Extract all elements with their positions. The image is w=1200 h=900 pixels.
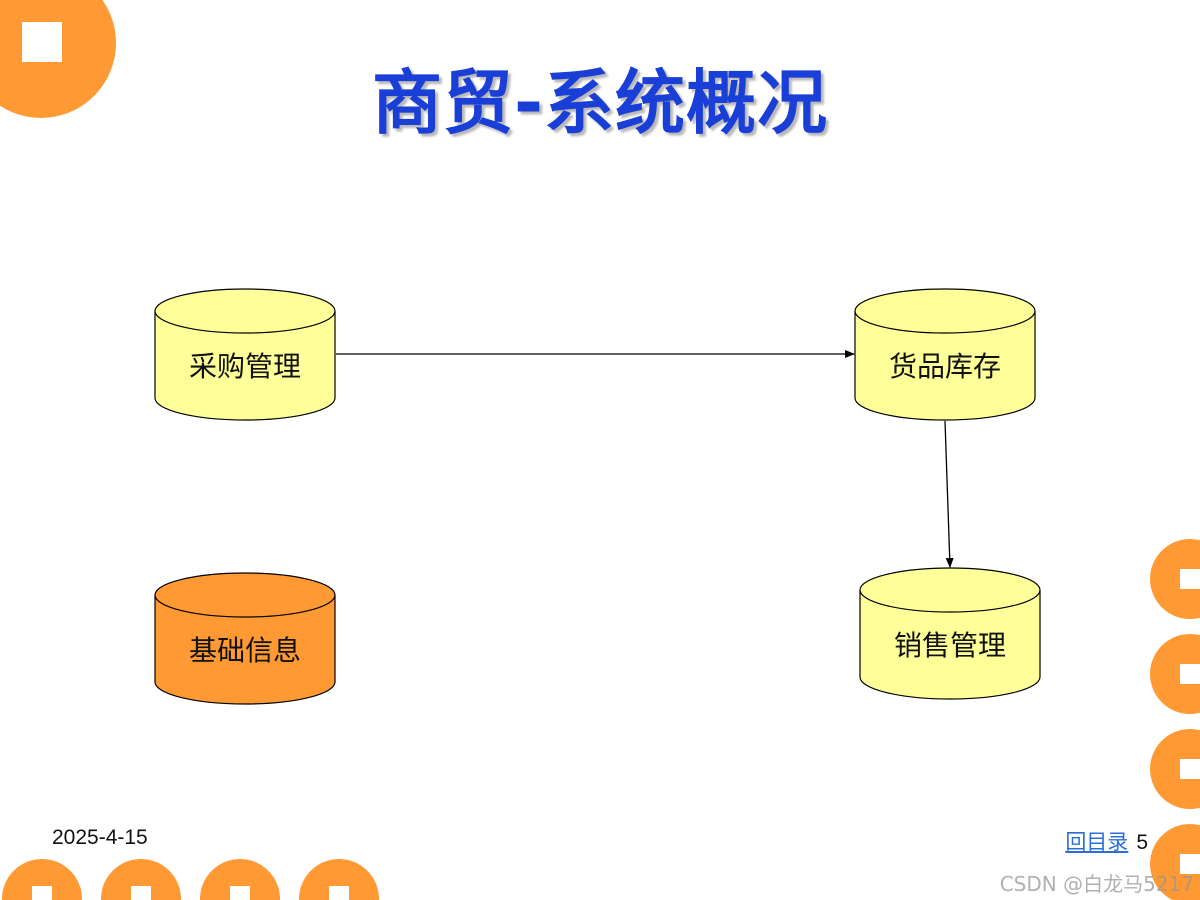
right-bullet-icon	[1150, 824, 1200, 900]
back-to-contents-link[interactable]: 回目录	[1065, 830, 1129, 854]
page-number: 5	[1136, 831, 1148, 854]
footer-nav: 回目录 5	[1065, 826, 1148, 856]
page-title: 商贸-系统概况	[371, 62, 829, 144]
bottom-bullet-icon	[2, 859, 82, 900]
node-label: 采购管理	[189, 350, 301, 383]
node-label: 基础信息	[189, 634, 301, 667]
right-bullet-icon	[1150, 634, 1200, 714]
top-left-bullet-icon	[0, 0, 116, 118]
bottom-bullet-icon	[299, 859, 379, 900]
node-sales[interactable]: 销售管理	[859, 567, 1041, 700]
right-bullet-icon	[1150, 729, 1200, 809]
watermark: CSDN @白龙马5217	[999, 872, 1194, 896]
slide-date: 2025-4-15	[52, 826, 148, 849]
node-purchase[interactable]: 采购管理	[154, 288, 336, 421]
bottom-bullet-icon	[101, 859, 181, 900]
edge-inventory-to-sales	[944, 420, 954, 568]
bottom-bullet-icon	[200, 859, 280, 900]
node-label: 销售管理	[894, 629, 1006, 662]
node-label: 货品库存	[889, 350, 1001, 383]
node-basic-info[interactable]: 基础信息	[154, 572, 336, 705]
right-bullet-icon	[1150, 539, 1200, 619]
node-inventory[interactable]: 货品库存	[854, 288, 1036, 421]
